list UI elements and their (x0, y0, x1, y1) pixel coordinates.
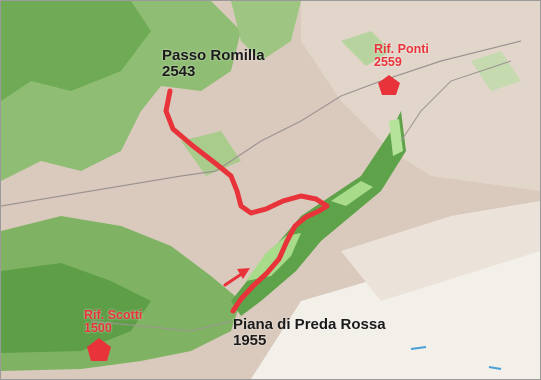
water-mark-1 (410, 346, 427, 350)
trail-1 (1, 40, 522, 207)
green-patch-2 (471, 51, 521, 91)
place-elevation: 1955 (233, 331, 267, 349)
trail-2 (400, 60, 512, 142)
hut-label-rif-ponti: Rif. Ponti 2559 (374, 42, 429, 70)
place-name: Passo Romilla (162, 47, 265, 64)
hut-name: Rif. Scotti (84, 308, 143, 322)
place-label-passo-romilla: Passo Romilla 2543 (162, 48, 265, 80)
water-mark-2 (488, 366, 502, 370)
hiking-route[interactable] (163, 88, 330, 314)
meadow-lake (389, 119, 403, 156)
hut-elevation: 2559 (374, 55, 402, 70)
forest-nw-dense (1, 1, 151, 101)
place-elevation: 2543 (162, 62, 196, 80)
pentagon-hut-icon[interactable] (378, 75, 400, 95)
scree-area-upper (341, 201, 540, 301)
forest-n (231, 1, 301, 61)
green-patch-1 (341, 31, 391, 66)
meadow-upper (331, 181, 373, 206)
pentagon-hut-icon[interactable] (87, 338, 111, 361)
hut-label-rif-scotti: Rif. Scotti 1500 (84, 308, 143, 336)
hut-name: Rif. Ponti (374, 42, 429, 56)
arrow-icon (223, 268, 250, 287)
forest-sw-dense (1, 263, 151, 353)
trail-3 (90, 320, 232, 332)
hut-elevation: 1500 (84, 321, 112, 336)
place-label-piana-preda-rossa: Piana di Preda Rossa 1955 (233, 317, 386, 349)
place-name: Piana di Preda Rossa (233, 316, 386, 333)
